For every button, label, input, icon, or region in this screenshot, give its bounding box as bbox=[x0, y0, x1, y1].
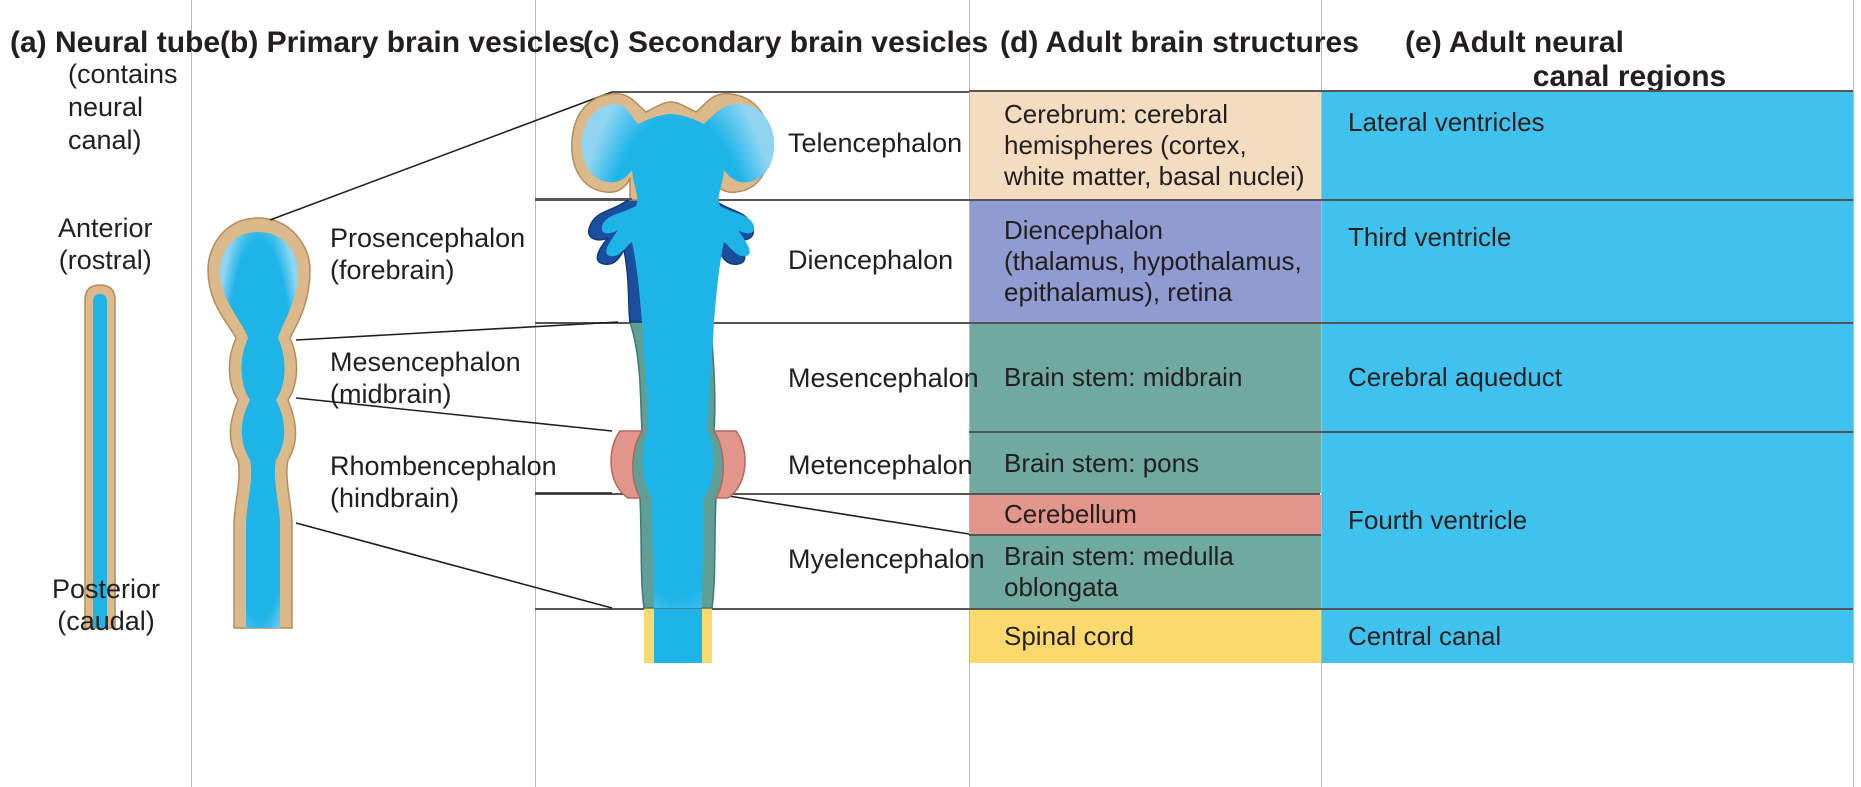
label-line: (midbrain) bbox=[330, 378, 521, 410]
rhombencephalon-label: Rhombencephalon (hindbrain) bbox=[330, 450, 557, 514]
label-line: Anterior bbox=[58, 212, 153, 244]
label-line: Mesencephalon bbox=[330, 346, 521, 378]
label-line: Posterior bbox=[52, 573, 160, 605]
myelencephalon-label: Myelencephalon bbox=[788, 543, 985, 575]
mesencephalon-primary-label: Mesencephalon (midbrain) bbox=[330, 346, 521, 410]
label-line: (hindbrain) bbox=[330, 482, 557, 514]
label-line: Prosencephalon bbox=[330, 222, 525, 254]
label-line: (caudal) bbox=[52, 605, 160, 637]
label-line: (forebrain) bbox=[330, 254, 525, 286]
mesencephalon-secondary-label: Mesencephalon bbox=[788, 362, 979, 394]
label-line: Rhombencephalon bbox=[330, 450, 557, 482]
posterior-label: Posterior (caudal) bbox=[52, 573, 160, 637]
metencephalon-label: Metencephalon bbox=[788, 449, 973, 481]
diencephalon-label: Diencephalon bbox=[788, 244, 953, 276]
primary-vesicles-shape bbox=[208, 218, 310, 628]
prosencephalon-label: Prosencephalon (forebrain) bbox=[330, 222, 525, 286]
anterior-label: Anterior (rostral) bbox=[58, 212, 153, 276]
telencephalon-label: Telencephalon bbox=[788, 127, 962, 159]
secondary-vesicles-shape bbox=[572, 94, 774, 663]
label-line: (rostral) bbox=[58, 244, 153, 276]
